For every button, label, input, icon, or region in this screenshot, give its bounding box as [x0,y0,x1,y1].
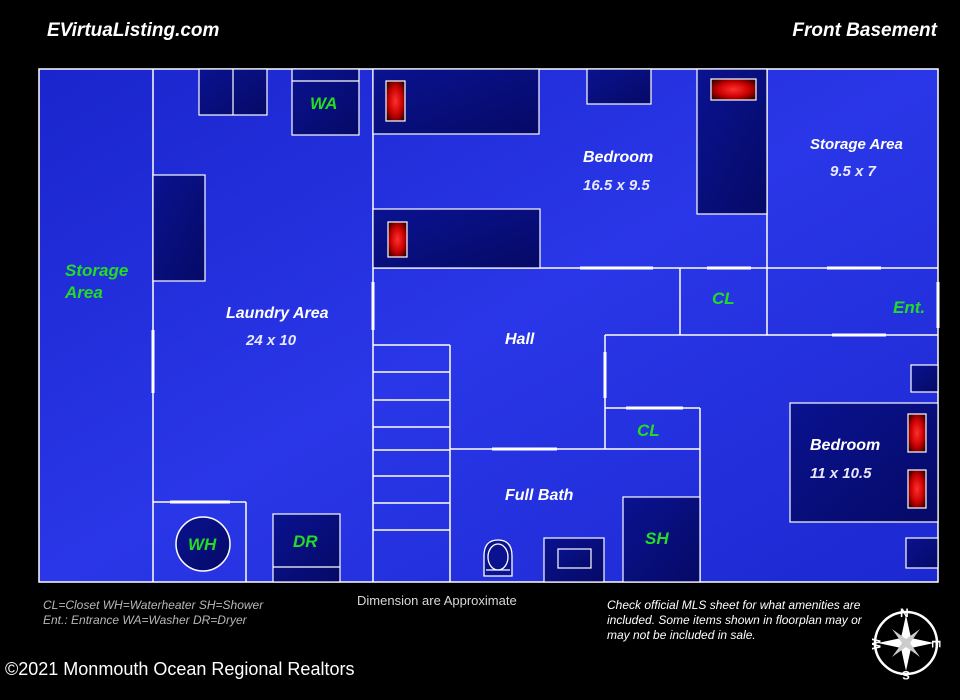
shower [622,496,701,583]
box [905,537,939,569]
copyright: ©2021 Monmouth Ocean Regional Realtors [5,659,355,679]
bedroom-top-dim: 16.5 x 9.5 [583,177,650,194]
floor-title: Front Basement [792,20,937,41]
water-heater-label: WH [188,535,217,554]
storage-left-label-1: Storage [65,261,129,280]
legend-line-2: Ent.: Entrance WA=Washer DR=Dryer [43,613,247,627]
storage-right-label: Storage Area [810,136,903,153]
bedroom-right-dim: 11 x 10.5 [810,465,872,482]
compass-s: S [902,668,911,682]
bedroom-right-label: Bedroom [810,437,881,454]
site-name: EVirtuaListing.com [47,20,220,41]
laundry-dim: 24 x 10 [246,332,297,349]
toilet [483,539,513,577]
shower-label: SH [645,529,669,548]
compass-e: E [929,639,944,649]
dryer [272,513,341,583]
lamp [710,78,757,101]
compass-n: N [900,606,909,620]
dresser [586,68,652,105]
lamp [387,221,408,258]
disclaimer: Check official MLS sheet for what amenit… [607,598,862,642]
laundry-label: Laundry Area [226,305,329,322]
full-bath-label: Full Bath [505,487,574,504]
storage-right-dim: 9.5 x 7 [830,163,876,180]
compass-icon [873,610,939,676]
sink [557,548,592,569]
washer-label: WA [310,94,338,113]
storage-left-label-2: Area [65,283,103,302]
closet-top-label: CL [712,289,735,308]
water-heater-tank [175,516,231,572]
dryer-label: DR [293,532,318,551]
washer [291,68,360,136]
hall-label: Hall [505,331,535,348]
floor-area [39,69,938,582]
approx-note: Dimension are Approximate [357,593,517,608]
bedroom-top-label: Bedroom [583,149,654,166]
shelf [152,174,206,282]
nightstand [910,364,939,393]
entrance-label: Ent. [893,298,926,317]
lamp [385,80,406,122]
closet-mid-label: CL [637,421,660,440]
lamp [907,469,927,509]
legend-line-1: CL=Closet WH=Waterheater SH=Shower [43,598,264,612]
lamp [907,413,927,453]
